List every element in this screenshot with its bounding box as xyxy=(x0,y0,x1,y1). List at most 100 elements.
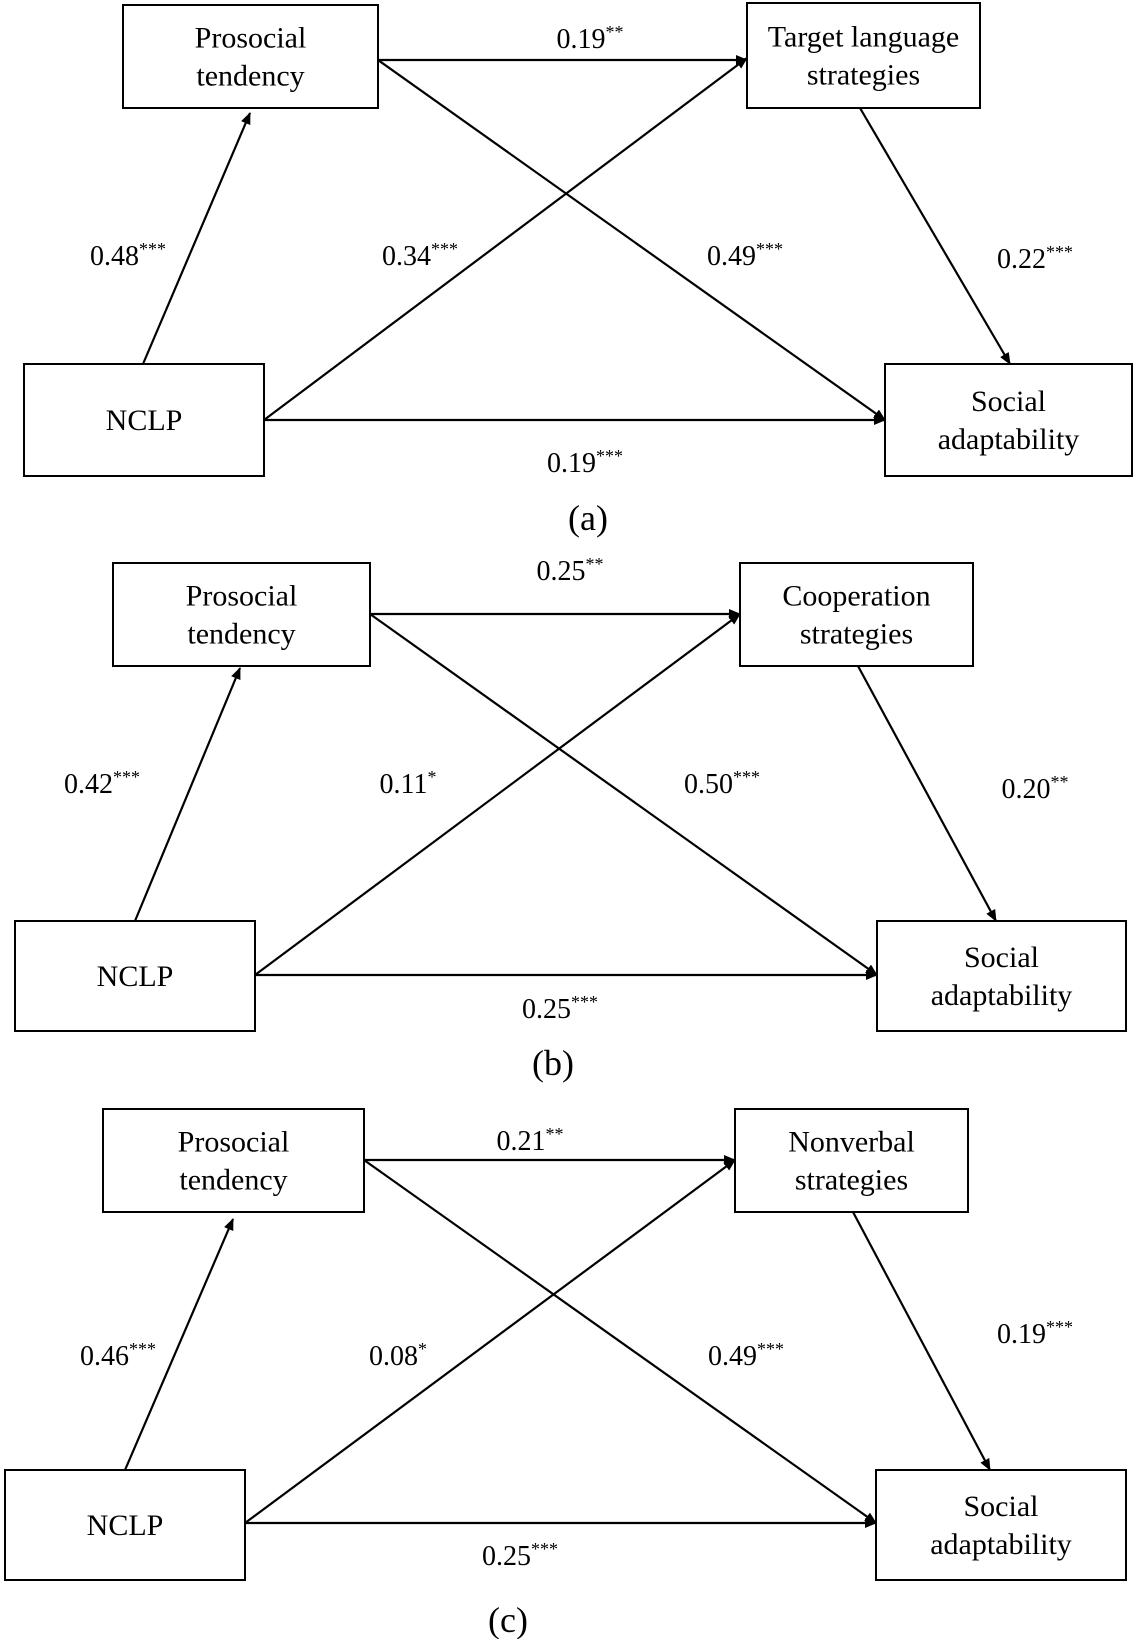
coefficient-value: 0.49 xyxy=(708,1341,757,1372)
significance-stars: *** xyxy=(756,239,783,259)
node-box xyxy=(875,1469,1127,1581)
coefficient-prosocial-to-social: 0.50*** xyxy=(684,767,760,800)
coefficient-value: 0.46 xyxy=(80,1341,129,1372)
coefficient-value: 0.20 xyxy=(1002,774,1051,805)
coefficient-nclp-to-strategy: 0.11* xyxy=(380,767,437,800)
coefficient-strategy-to-social: 0.20** xyxy=(1002,772,1069,805)
node-box xyxy=(122,4,379,109)
path-arrow-nclp-to-strategy xyxy=(244,1159,736,1524)
path-arrow-nclp-to-prosocial xyxy=(123,1218,235,1471)
node-strategy: Target language strategies xyxy=(746,2,981,109)
node-nclp: NCLP xyxy=(4,1469,246,1581)
coefficient-nclp-to-prosocial: 0.48*** xyxy=(90,239,166,272)
significance-stars: *** xyxy=(571,992,598,1012)
node-box xyxy=(876,920,1127,1032)
node-box xyxy=(14,920,256,1032)
node-box xyxy=(102,1108,365,1213)
coefficient-prosocial-to-strategy: 0.25** xyxy=(537,554,604,587)
node-nclp: NCLP xyxy=(14,920,256,1032)
significance-stars: *** xyxy=(596,446,623,466)
path-arrow-prosocial-to-social xyxy=(377,59,886,421)
node-box xyxy=(4,1469,246,1581)
coefficient-prosocial-to-strategy: 0.21** xyxy=(497,1124,564,1157)
coefficient-value: 0.48 xyxy=(90,241,139,272)
path-arrow-strategy-to-social xyxy=(859,107,1011,365)
path-arrow-strategy-to-social xyxy=(857,665,997,922)
path-arrow-nclp-to-prosocial xyxy=(141,112,252,365)
node-label-line: Cooperation xyxy=(782,580,930,613)
coefficient-value: 0.11 xyxy=(380,769,428,800)
node-label-line: Prosocial xyxy=(178,1126,290,1159)
node-label-line: strategies xyxy=(800,618,913,651)
coefficient-value: 0.42 xyxy=(64,769,113,800)
node-label-line: tendency xyxy=(196,60,304,93)
significance-stars: ** xyxy=(586,554,604,574)
node-label-line: NCLP xyxy=(87,1509,164,1542)
node-label-line: Nonverbal xyxy=(788,1126,915,1159)
coefficient-value: 0.34 xyxy=(382,241,431,272)
significance-stars: * xyxy=(427,767,436,787)
coefficient-value: 0.49 xyxy=(707,241,756,272)
coefficient-nclp-to-prosocial: 0.46*** xyxy=(80,1339,156,1372)
node-box xyxy=(23,363,265,477)
coefficient-value: 0.19 xyxy=(997,1319,1046,1350)
path-arrow-strategy-to-social xyxy=(852,1211,991,1471)
node-label-line: strategies xyxy=(807,59,920,92)
coefficient-prosocial-to-social: 0.49*** xyxy=(708,1339,784,1372)
node-label-line: NCLP xyxy=(106,404,183,437)
node-box xyxy=(739,562,974,667)
coefficient-value: 0.50 xyxy=(684,769,733,800)
coefficient-nclp-to-social: 0.25*** xyxy=(522,992,598,1025)
significance-stars: ** xyxy=(606,22,624,42)
coefficient-value: 0.22 xyxy=(997,244,1046,275)
node-label-line: Social xyxy=(964,941,1039,974)
node-label-line: NCLP xyxy=(97,960,174,993)
panel-label: (a) xyxy=(568,498,608,538)
panel-label: (b) xyxy=(532,1043,574,1083)
node-prosocial: Prosocial tendency xyxy=(102,1108,365,1213)
node-strategy: Nonverbal strategies xyxy=(734,1108,969,1213)
significance-stars: *** xyxy=(431,239,458,259)
node-nclp: NCLP xyxy=(23,363,265,477)
node-label-line: Target language xyxy=(768,21,959,54)
significance-stars: *** xyxy=(1046,1317,1073,1337)
coefficient-strategy-to-social: 0.22*** xyxy=(997,242,1073,275)
coefficient-nclp-to-social: 0.25*** xyxy=(482,1539,558,1572)
node-label-line: Prosocial xyxy=(186,580,298,613)
coefficient-nclp-to-prosocial: 0.42*** xyxy=(64,767,140,800)
significance-stars: *** xyxy=(139,239,166,259)
significance-stars: *** xyxy=(757,1339,784,1359)
node-social: Social adaptability xyxy=(876,920,1127,1032)
significance-stars: *** xyxy=(1046,242,1073,262)
node-box xyxy=(112,562,371,667)
significance-stars: *** xyxy=(129,1339,156,1359)
node-label-line: adaptability xyxy=(931,979,1073,1012)
node-label-line: Social xyxy=(971,385,1046,418)
coefficient-nclp-to-strategy: 0.08* xyxy=(369,1339,427,1372)
node-label-line: strategies xyxy=(795,1164,908,1197)
significance-stars: *** xyxy=(113,767,140,787)
node-strategy: Cooperation strategies xyxy=(739,562,974,667)
coefficient-value: 0.21 xyxy=(497,1126,546,1157)
panel-3: Prosocial tendency Nonverbal strategiesNCLP… xyxy=(4,1108,1127,1639)
path-arrow-nclp-to-prosocial xyxy=(133,667,242,922)
panel-label: (c) xyxy=(488,1600,528,1639)
path-arrow-nclp-to-strategy xyxy=(263,57,748,421)
node-box xyxy=(734,1108,969,1213)
path-arrow-prosocial-to-social xyxy=(363,1159,877,1524)
coefficient-prosocial-to-social: 0.49*** xyxy=(707,239,783,272)
significance-stars: * xyxy=(418,1339,427,1359)
coefficient-prosocial-to-strategy: 0.19** xyxy=(557,22,624,55)
significance-stars: *** xyxy=(733,767,760,787)
path-arrow-nclp-to-strategy xyxy=(254,613,741,976)
node-label-line: tendency xyxy=(179,1164,287,1197)
node-label-line: adaptability xyxy=(930,1528,1072,1561)
coefficient-nclp-to-social: 0.19*** xyxy=(547,446,623,479)
